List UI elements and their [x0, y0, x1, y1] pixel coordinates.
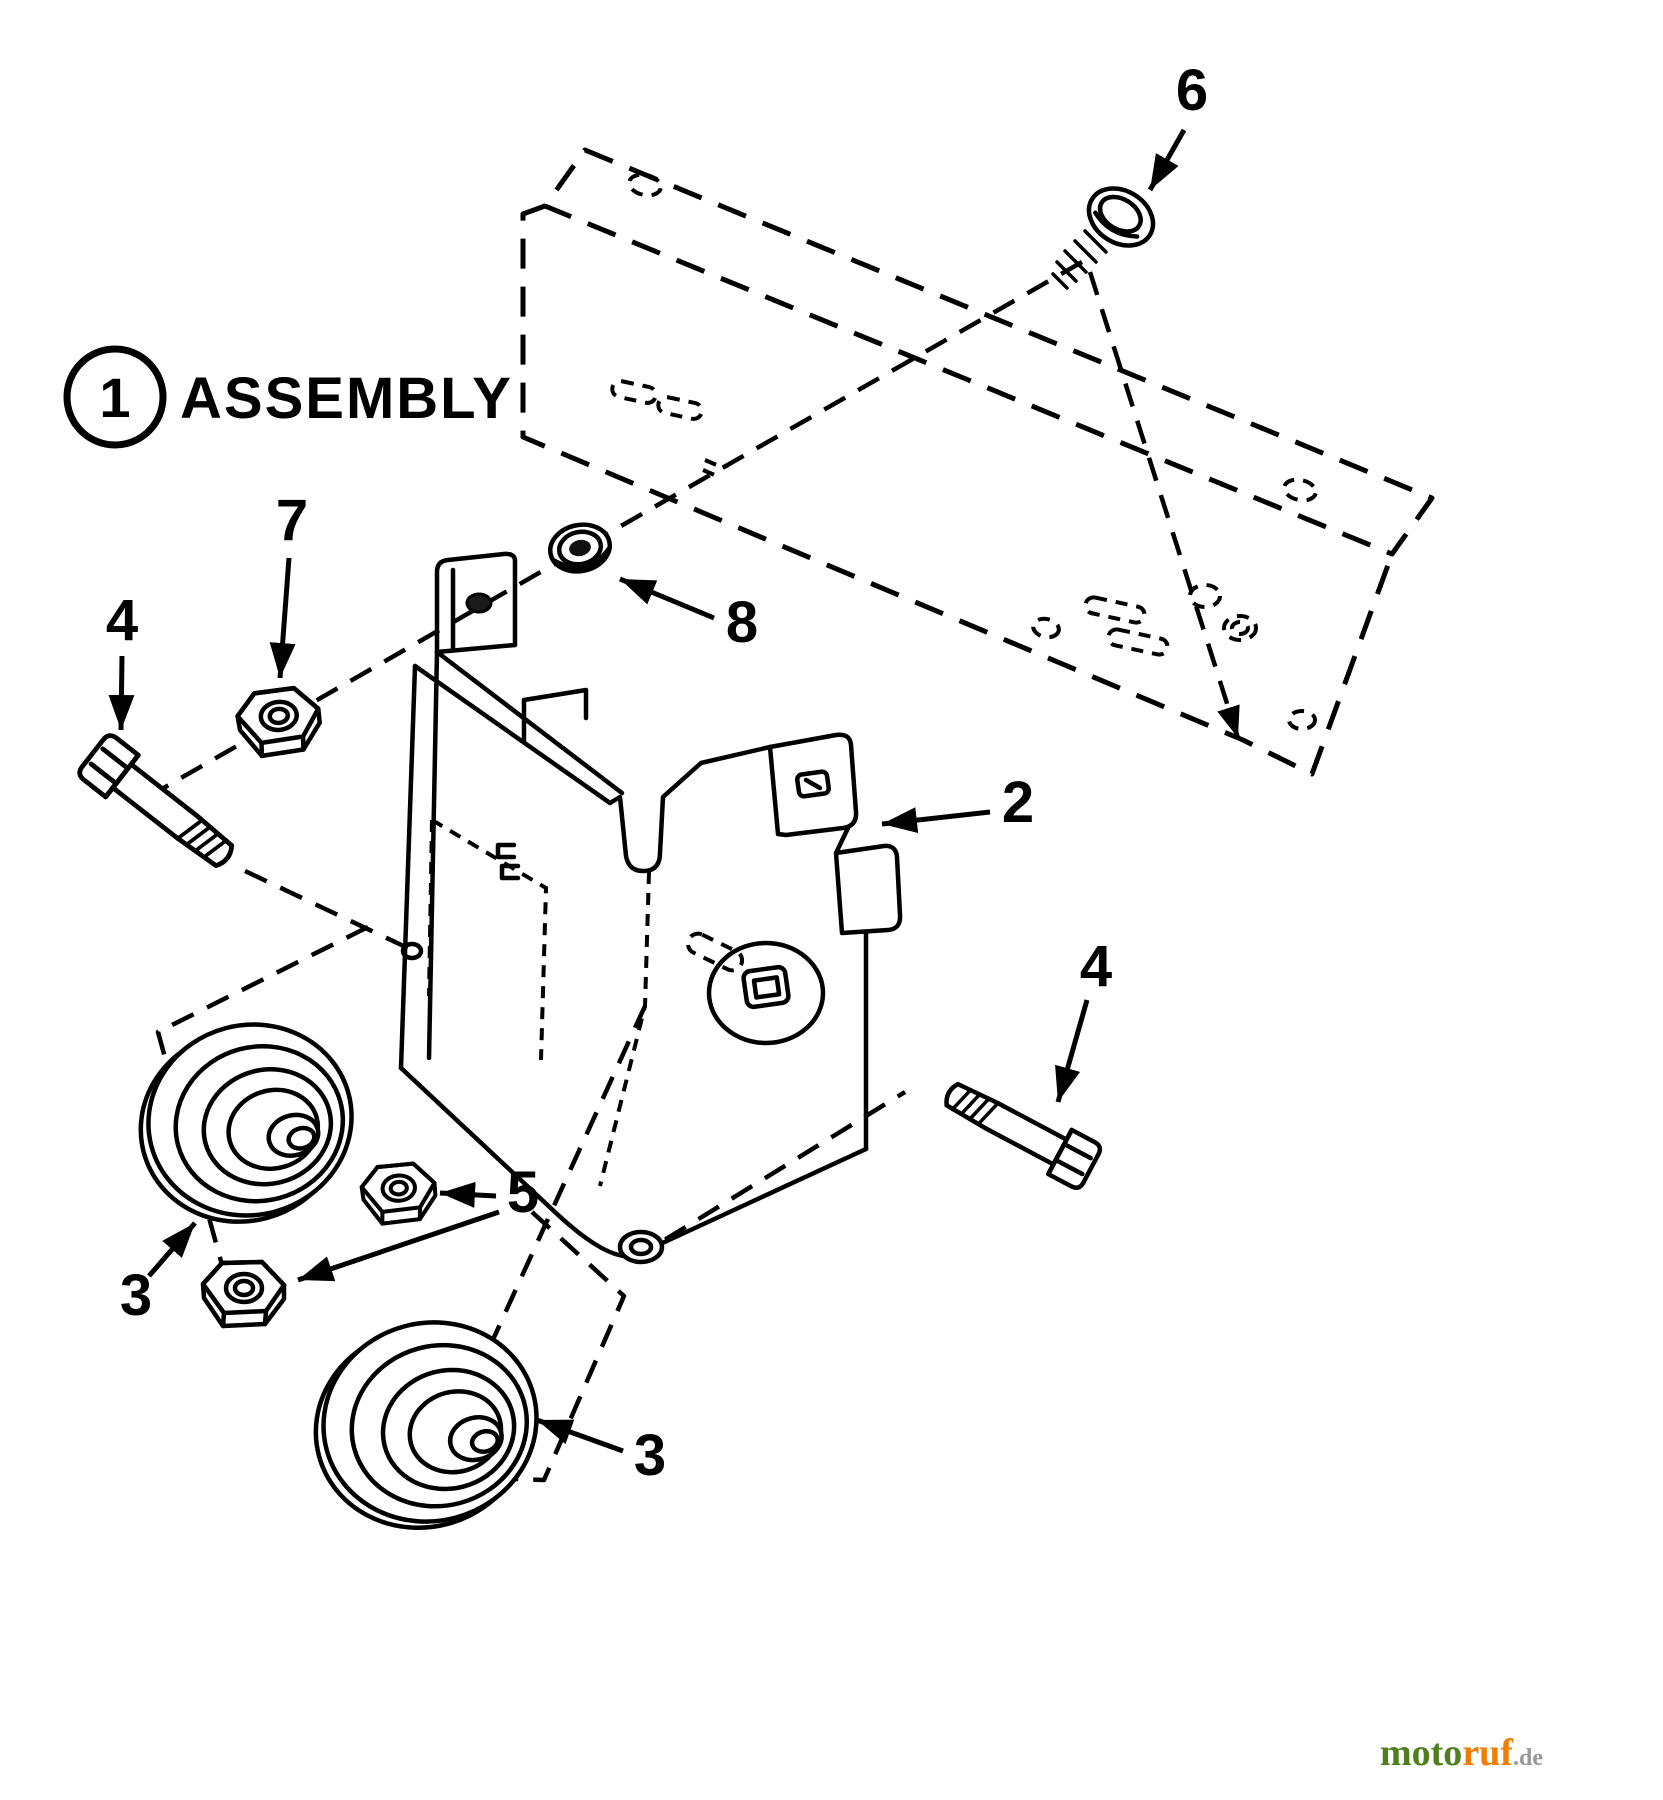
idler-pulley-lower: [313, 1320, 539, 1530]
idler-pulley-upper: [138, 1022, 354, 1224]
callout-3-right: 3: [634, 1423, 666, 1488]
callout-labels: 6 2 8 7 4 4 5 3 3: [106, 58, 1208, 1488]
screw: [1051, 186, 1156, 290]
title-circle: [63, 345, 167, 449]
callout-8: 8: [726, 590, 758, 655]
callout-3-left: 3: [120, 1263, 152, 1328]
hex-nut-lower: [203, 1262, 284, 1326]
washer: [548, 522, 612, 574]
watermark-suffix: .de: [1513, 1745, 1543, 1771]
callout-4-left: 4: [106, 588, 138, 653]
callout-4-right: 4: [1080, 934, 1112, 999]
watermark-part2: ruf: [1462, 1732, 1514, 1774]
assembly-title: 1 ASSEMBLY: [63, 345, 513, 449]
title-number: 1: [99, 366, 130, 429]
callout-7: 7: [276, 488, 308, 553]
watermark: motoruf.de: [1380, 1732, 1543, 1774]
callout-5: 5: [507, 1160, 539, 1225]
callout-arrows: [108, 128, 1187, 1454]
callout-6: 6: [1176, 58, 1208, 123]
watermark-part1: moto: [1380, 1732, 1462, 1774]
bracket-housing: [398, 551, 903, 1265]
rear-channel-bracket-dashed: [520, 147, 1435, 777]
callout-2: 2: [1002, 770, 1034, 835]
title-label: ASSEMBLY: [180, 366, 513, 431]
